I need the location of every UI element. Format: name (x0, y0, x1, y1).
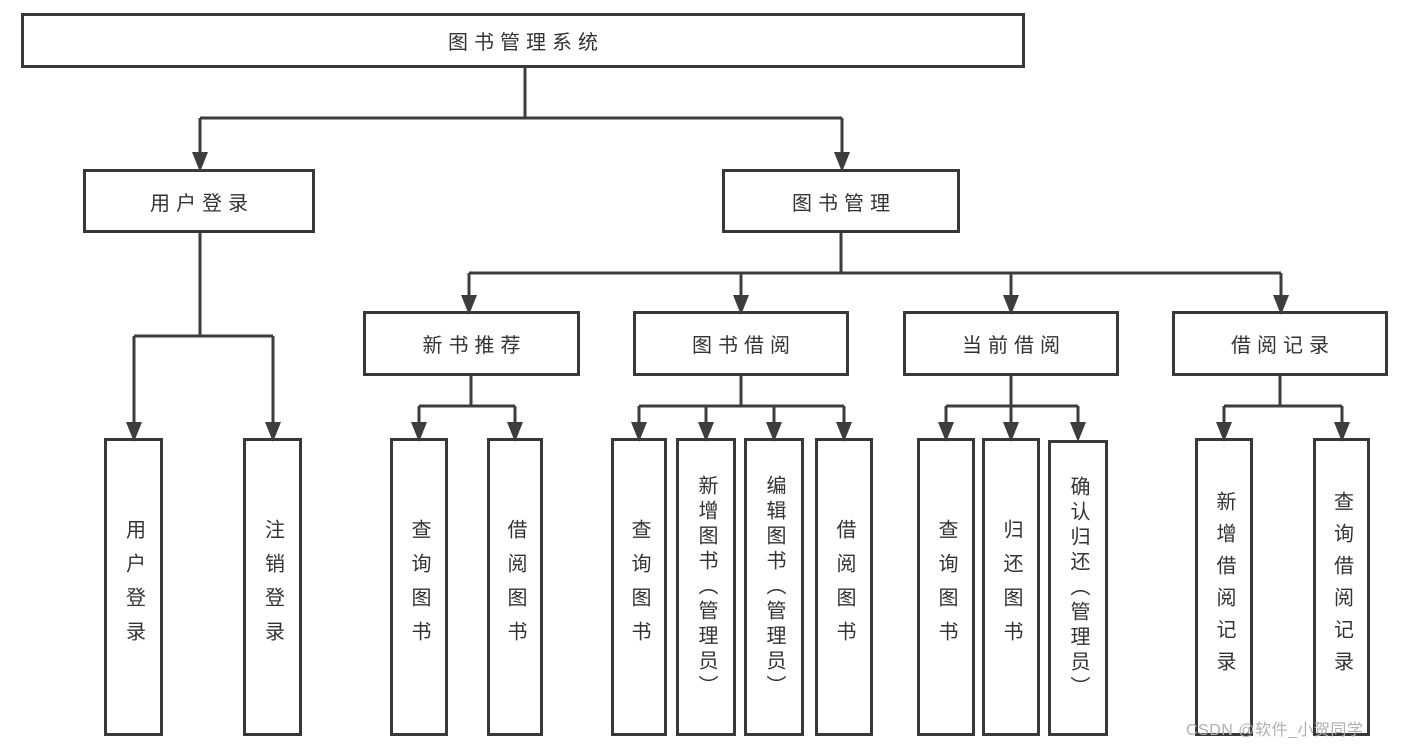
leaf-borrow-books: 借阅图书 (815, 438, 873, 736)
leaf-label: 查询借阅记录 (1330, 491, 1353, 683)
node-label: 用户登录 (150, 192, 254, 215)
node-label: 图书管理 (792, 192, 896, 215)
node-new-book-recommend: 新书推荐 (363, 311, 580, 376)
leaf-label: 查询图书 (935, 519, 957, 655)
leaf-user-login: 用户登录 (104, 438, 163, 736)
node-book-management: 图书管理 (722, 169, 960, 233)
node-user-login: 用户登录 (83, 169, 315, 233)
node-library-management-system: 图书管理系统 (21, 13, 1025, 68)
leaf-logout: 注销登录 (243, 438, 302, 736)
leaf-label: 查询图书 (408, 519, 430, 655)
node-label: 图书借阅 (692, 335, 796, 357)
leaf-query-books-borrow: 查询图书 (611, 438, 667, 736)
leaf-query-borrow-record: 查询借阅记录 (1313, 438, 1370, 736)
leaf-label: 用户登录 (122, 519, 145, 655)
leaf-label: 新增借阅记录 (1213, 491, 1235, 683)
leaf-label: 归还图书 (1000, 519, 1022, 655)
leaf-return-books: 归还图书 (982, 438, 1040, 736)
leaf-query-books-recommend: 查询图书 (390, 438, 448, 736)
leaf-add-books-admin: 新增图书（管理员） (676, 438, 736, 736)
node-label: 当前借阅 (962, 335, 1066, 357)
leaf-label: 查询图书 (628, 519, 650, 655)
leaf-label: 借阅图书 (504, 519, 526, 655)
leaf-label: 借阅图书 (833, 519, 855, 655)
node-label: 新书推荐 (422, 335, 527, 357)
leaf-label: 注销登录 (261, 519, 284, 655)
leaf-add-borrow-record: 新增借阅记录 (1195, 438, 1253, 736)
leaf-edit-books-admin: 编辑图书（管理员） (744, 438, 804, 736)
node-label: 借阅记录 (1231, 335, 1335, 357)
node-borrowing-records: 借阅记录 (1172, 311, 1388, 376)
csdn-watermark: CSDN @软件_小贺同学 (1186, 722, 1364, 739)
leaf-query-books-current: 查询图书 (917, 438, 975, 736)
leaf-label: 确认归还（管理员） (1067, 475, 1089, 701)
leaf-borrow-books-recommend: 借阅图书 (487, 438, 543, 736)
leaf-label: 新增图书（管理员） (695, 474, 717, 700)
leaf-label: 编辑图书（管理员） (763, 474, 785, 700)
node-label: 图书管理系统 (448, 32, 604, 54)
node-book-borrowing: 图书借阅 (633, 311, 849, 376)
node-current-borrowing: 当前借阅 (903, 311, 1119, 376)
leaf-confirm-return-admin: 确认归还（管理员） (1048, 440, 1108, 736)
